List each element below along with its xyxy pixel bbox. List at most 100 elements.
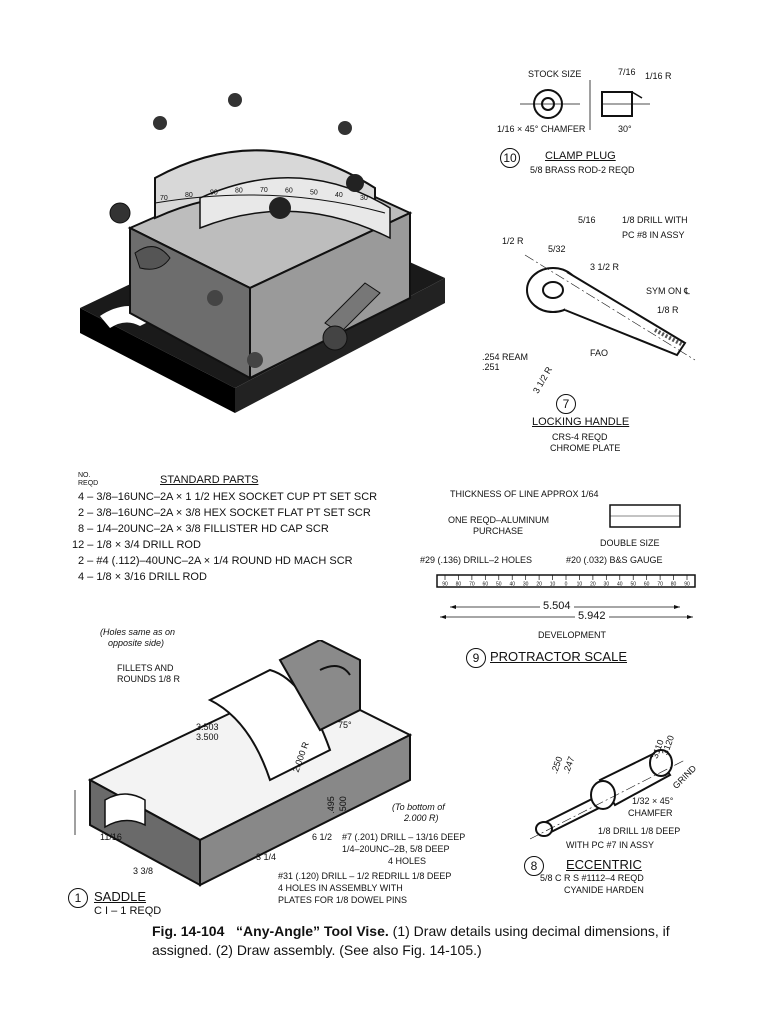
protractor-label-one-reqd: ONE REQD–ALUMINUM bbox=[448, 515, 550, 525]
figure-instructions: (1) Draw details using decimal dimension… bbox=[152, 923, 670, 958]
standard-parts-row: 4 – 3/8–16UNC–2A × 1 1/2 HEX SOCKET CUP … bbox=[78, 491, 378, 503]
scale-tick-label: 70 bbox=[657, 582, 663, 588]
scale-tick-label: 20 bbox=[590, 582, 596, 588]
saddle-label-500: .500 bbox=[337, 796, 348, 814]
locking-handle-number: 7 bbox=[556, 394, 576, 414]
locking-handle-material: CRS-4 REQD bbox=[552, 432, 608, 442]
eccentric-label-pc: WITH PC #7 IN ASSY bbox=[566, 840, 655, 850]
scale-tick-label: 20 bbox=[536, 582, 542, 588]
clamp-plug-label-stock-size: STOCK SIZE bbox=[528, 69, 582, 79]
scale-tick-label: 80 bbox=[671, 582, 677, 588]
dial-tick-label: 70 bbox=[260, 187, 268, 194]
saddle-label-holes-note-2: opposite side) bbox=[108, 638, 165, 648]
scale-tick-label: 50 bbox=[630, 582, 636, 588]
protractor-label-development: DEVELOPMENT bbox=[538, 630, 607, 640]
eccentric-drawing bbox=[530, 749, 686, 840]
saddle-label-3-quarter: 3 1/4 bbox=[256, 852, 277, 862]
standard-parts-title: STANDARD PARTS bbox=[160, 474, 259, 486]
dial-tick-label: 60 bbox=[285, 188, 293, 195]
saddle-label-fillets: FILLETS AND bbox=[117, 663, 174, 673]
standard-parts-row: 4 – 1/8 × 3/16 DRILL ROD bbox=[78, 571, 207, 583]
scale-tick-label: 40 bbox=[617, 582, 623, 588]
locking-handle-label-5-32: 5/32 bbox=[548, 244, 566, 254]
saddle-label-3-3-8: 3 3/8 bbox=[133, 866, 154, 876]
saddle-label-drill-31: #31 (.120) DRILL – 1/2 REDRILL 1/8 DEEP bbox=[278, 871, 452, 881]
scale-tick-label: 60 bbox=[483, 582, 489, 588]
locking-handle-label-eighth-r: 1/8 R bbox=[657, 305, 679, 315]
scale-tick-label: 10 bbox=[550, 582, 556, 588]
saddle-material: C I – 1 REQD bbox=[94, 905, 162, 917]
scale-tick-label: 30 bbox=[604, 582, 610, 588]
locking-handle-label-5-16: 5/16 bbox=[578, 215, 596, 225]
eccentric-label-drill: 1/8 DRILL 1/8 DEEP bbox=[598, 826, 681, 836]
dial-tick-label: 90 bbox=[210, 189, 218, 196]
saddle-label-holes-note: (Holes same as on bbox=[100, 627, 176, 637]
saddle-label-assembly: 4 HOLES IN ASSEMBLY WITH bbox=[278, 883, 403, 893]
saddle-label-bottom-note-2: 2.000 R) bbox=[404, 813, 439, 823]
saddle-label-rounds: ROUNDS 1/8 R bbox=[117, 674, 181, 684]
eccentric-label-chamfer: CHAMFER bbox=[628, 808, 673, 818]
eccentric-finish: CYANIDE HARDEN bbox=[564, 885, 644, 895]
saddle-label-3500: 3.500 bbox=[196, 732, 219, 742]
scale-tick-label: 60 bbox=[644, 582, 650, 588]
protractor-label-purchase: PURCHASE bbox=[473, 526, 524, 536]
protractor-title: PROTRACTOR SCALE bbox=[490, 649, 628, 664]
saddle-label-75deg: 75° bbox=[338, 720, 352, 730]
locking-handle-label-radius: 3 1/2 R bbox=[590, 262, 620, 272]
dial-tick-label: 70 bbox=[160, 195, 168, 202]
locking-handle-label-half-r: 1/2 R bbox=[502, 236, 524, 246]
saddle-label-6-half: 6 1/2 bbox=[312, 832, 333, 842]
locking-handle-label-ream: .254 REAM bbox=[482, 352, 529, 362]
figure-number: Fig. 14-104 bbox=[152, 923, 225, 939]
protractor-label-drill: #29 (.136) DRILL–2 HOLES bbox=[420, 555, 533, 565]
clamp-plug-label-7-16: 7/16 bbox=[618, 67, 636, 77]
locking-handle-drawing bbox=[524, 254, 696, 361]
scale-tick-label: 10 bbox=[577, 582, 583, 588]
saddle-label-11-16: 11/16 bbox=[100, 832, 122, 842]
scale-tick-label: 90 bbox=[684, 582, 690, 588]
figure-caption: Fig. 14-104 “Any-Angle” Tool Vise. (1) D… bbox=[152, 922, 712, 960]
clamp-plug-label-radius: 1/16 R bbox=[645, 71, 672, 81]
saddle-label-drill-7: #7 (.201) DRILL – 13/16 DEEP bbox=[342, 832, 466, 842]
clamp-plug-label-angle: 30° bbox=[618, 124, 632, 134]
protractor-label-gauge: #20 (.032) B&S GAUGE bbox=[566, 555, 663, 565]
eccentric-material: 5/8 C R S #1112–4 REQD bbox=[540, 873, 644, 883]
locking-handle-label-ream-min: .251 bbox=[482, 362, 500, 372]
standard-parts-row: 12 – 1/8 × 3/4 DRILL ROD bbox=[72, 539, 201, 551]
dial-tick-label: 80 bbox=[185, 192, 193, 199]
clamp-plug-drawing bbox=[520, 80, 650, 130]
saddle-label-4-holes: 4 HOLES bbox=[388, 856, 427, 866]
scale-tick-label: 30 bbox=[523, 582, 529, 588]
eccentric-title: ECCENTRIC bbox=[566, 857, 642, 872]
clamp-plug-number: 10 bbox=[500, 148, 520, 168]
standard-parts-header-left: NO. REQD bbox=[78, 472, 99, 487]
locking-handle-title: LOCKING HANDLE bbox=[532, 416, 630, 428]
dial-tick-label: 50 bbox=[310, 189, 318, 196]
standard-parts-row: 2 – #4 (.112)–40UNC–2A × 1/4 ROUND HD MA… bbox=[78, 555, 353, 567]
saddle-drawing bbox=[74, 640, 413, 887]
saddle-label-3503: 3.503 bbox=[196, 722, 219, 732]
locking-handle-label-pc: PC #8 IN ASSY bbox=[622, 230, 685, 240]
standard-parts-row: 2 – 3/8–16UNC–2A × 3/8 HEX SOCKET FLAT P… bbox=[78, 507, 371, 519]
eccentric-number: 8 bbox=[524, 856, 544, 876]
saddle-title: SADDLE bbox=[94, 889, 147, 904]
protractor-number: 9 bbox=[466, 648, 486, 668]
scale-tick-label: 90 bbox=[442, 582, 448, 588]
protractor-label-double-size: DOUBLE SIZE bbox=[600, 538, 660, 548]
dial-tick-label: 80 bbox=[235, 188, 243, 195]
scale-tick-label: 80 bbox=[456, 582, 462, 588]
figure-title: “Any-Angle” Tool Vise. bbox=[236, 923, 389, 939]
clamp-plug-label-chamfer: 1/16 × 45° CHAMFER bbox=[497, 124, 586, 134]
saddle-number: 1 bbox=[68, 888, 88, 908]
protractor-label-thickness: THICKNESS OF LINE APPROX 1/64 bbox=[450, 489, 599, 499]
saddle-label-495: .495 bbox=[325, 796, 336, 814]
locking-handle-label-drill: 1/8 DRILL WITH bbox=[622, 215, 688, 225]
protractor-label-5504: 5.504 bbox=[540, 600, 574, 612]
saddle-label-bottom-note: (To bottom of bbox=[392, 802, 445, 812]
dial-tick-label: 30 bbox=[360, 195, 368, 202]
locking-handle-label-sym: SYM ON ℄ bbox=[646, 286, 690, 296]
clamp-plug-title: CLAMP PLUG bbox=[545, 150, 616, 162]
locking-handle-label-fao: FAO bbox=[590, 348, 609, 358]
